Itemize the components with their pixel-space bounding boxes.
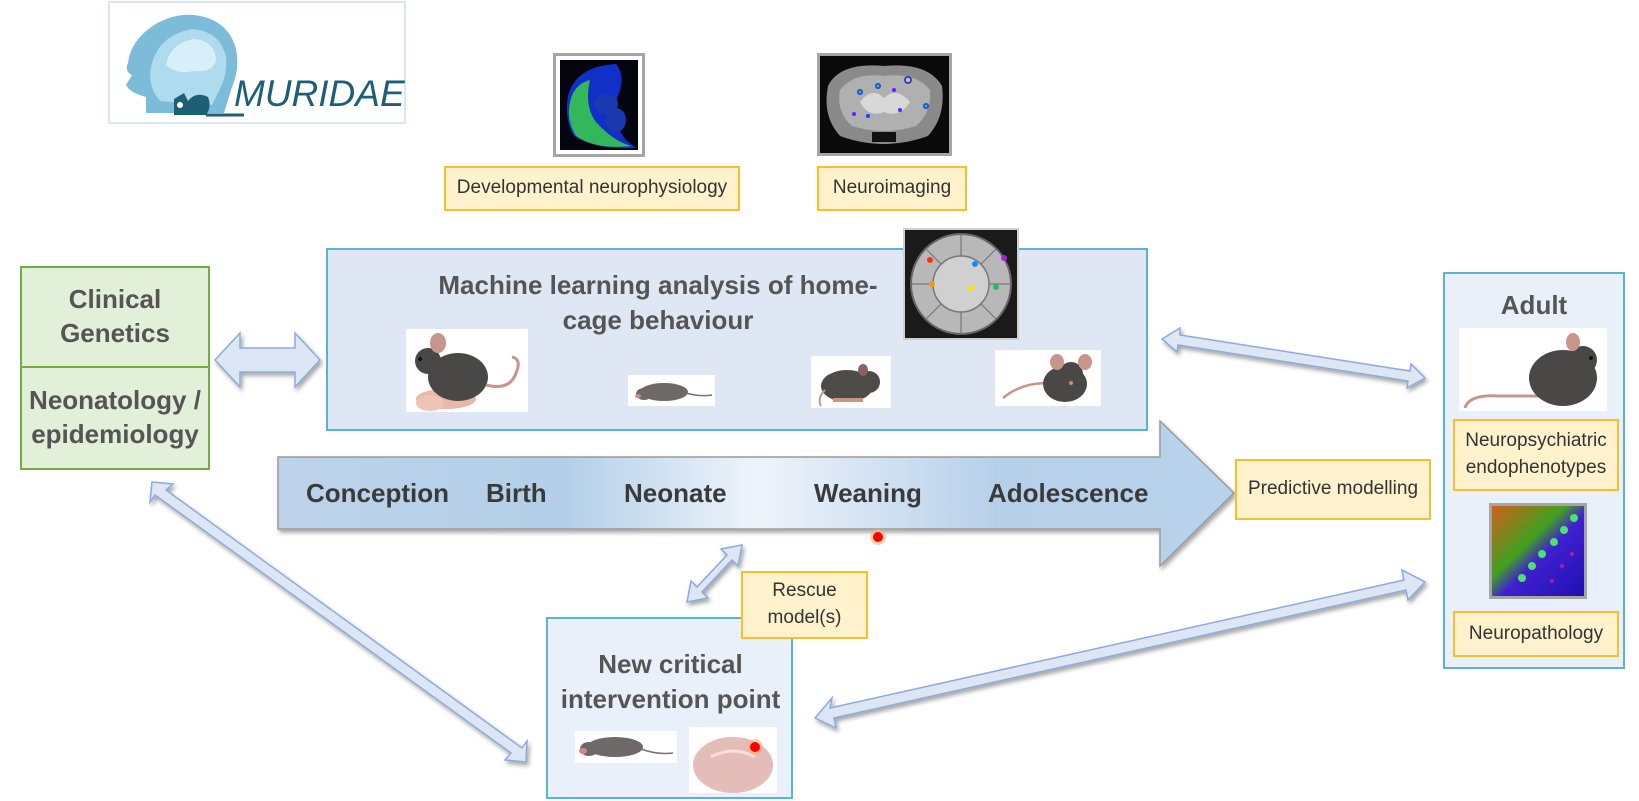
- intervention-marker: [873, 532, 883, 542]
- method-label-neurophysiology: Developmental neurophysiology: [444, 166, 740, 211]
- neuropathology-box: Neuropathology: [1453, 611, 1619, 657]
- intervention-title-line1: New critical: [598, 649, 743, 679]
- timeline-arrow: [277, 419, 1236, 568]
- neonatology-text: Neonatology / epidemiology: [29, 385, 201, 449]
- intervention-panel: New critical intervention point: [546, 617, 793, 799]
- neuropathology-image: [1489, 503, 1587, 599]
- clinical-genetics-text: Clinical Genetics: [60, 284, 170, 348]
- mother-mouse-with-pups-image: [406, 329, 528, 412]
- muridae-logo: MURIDAE: [108, 1, 406, 124]
- rescue-line1: Rescue: [772, 580, 837, 602]
- endophenotypes-box: Neuropsychiatric endophenotypes: [1453, 419, 1619, 491]
- head-brain-mouse-logo-icon: [126, 14, 244, 117]
- brain-section-image: [689, 727, 777, 793]
- double-arrow-intervention-adult: [813, 568, 1427, 730]
- adult-title: Adult: [1500, 290, 1568, 320]
- timeline-stage-neonate: Neonate: [624, 478, 727, 508]
- timeline-stage-adolescence: Adolescence: [988, 478, 1149, 508]
- rescue-models-box: Rescue model(s): [741, 571, 868, 639]
- rescue-line2: model(s): [767, 607, 842, 628]
- predictive-modelling-box: Predictive modelling: [1235, 459, 1431, 520]
- double-arrow-clinical-intervention: [148, 481, 528, 763]
- intervention-title-line2: intervention point: [560, 684, 781, 715]
- adult-panel: Adult Neuropsychiatric endophenotypes: [1443, 272, 1625, 669]
- double-arrow-clinical-ml: [213, 331, 322, 389]
- clinical-genetics-label: Clinical Genetics: [22, 268, 208, 368]
- logo-text: MURIDAE: [234, 73, 405, 114]
- clinical-genetics-box: Clinical Genetics Neonatology / epidemio…: [20, 266, 210, 470]
- timeline-stage-birth: Birth: [486, 478, 547, 508]
- double-arrow-ml-adult: [1160, 326, 1427, 390]
- brain-slice-fluorescence-image: [553, 53, 645, 157]
- neonatology-label: Neonatology / epidemiology: [22, 368, 208, 468]
- ml-title-line2: cage behaviour: [562, 305, 754, 336]
- intervention-pup-image: [575, 731, 677, 763]
- method-label-neuroimaging: Neuroimaging: [817, 166, 967, 211]
- double-arrow-timeline-rescue: [686, 544, 743, 603]
- adult-mouse-image: [1459, 328, 1607, 411]
- home-cage-tracking-image: [903, 228, 1019, 340]
- adolescent-mouse-image: [995, 350, 1101, 406]
- juvenile-mouse-image: [811, 356, 891, 408]
- timeline-stage-conception: Conception: [306, 478, 449, 508]
- ml-behaviour-panel: Machine learning analysis of home- cage …: [326, 248, 1148, 431]
- ml-panel-title: Machine learning analysis of home- cage …: [428, 268, 888, 338]
- timeline-stage-weaning: Weaning: [814, 478, 922, 508]
- newborn-pup-image: [628, 375, 715, 406]
- intervention-title: New critical intervention point: [548, 647, 793, 717]
- ml-title-line1: Machine learning analysis of home-: [438, 270, 878, 300]
- mri-brain-activation-image: [817, 53, 952, 156]
